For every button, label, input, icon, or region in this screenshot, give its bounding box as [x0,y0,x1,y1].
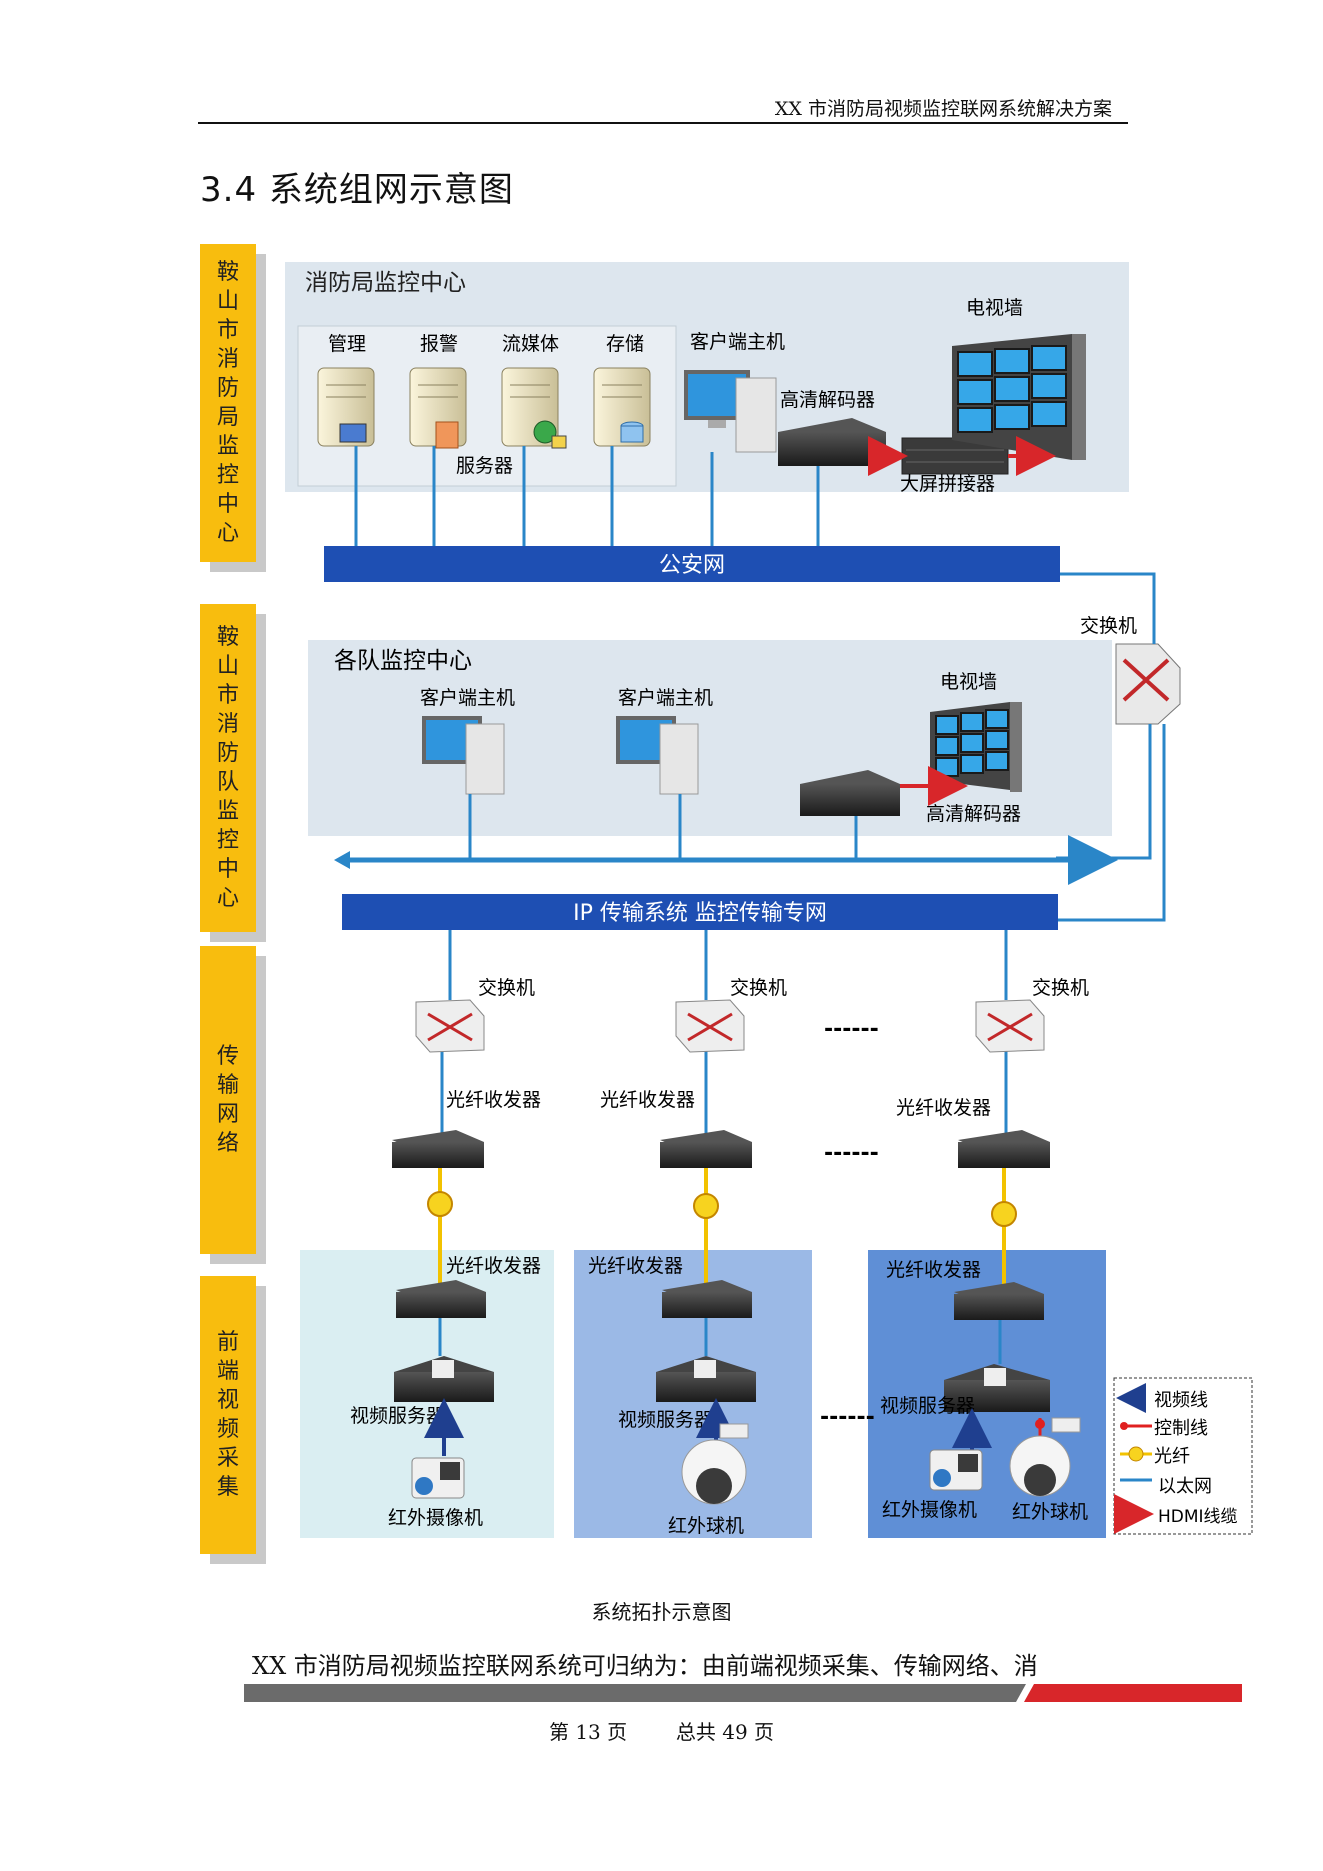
transceiver-icon [660,1130,752,1168]
camera-label: 红外球机 [668,1515,744,1537]
client-pc-icon [684,370,777,453]
switch-label: 交换机 [730,977,787,999]
legend-control-icon [1120,1422,1152,1430]
server-alarm-icon [409,367,467,449]
page-header: XX 市消防局视频监控联网系统解决方案 [198,94,1128,124]
legend-label: HDMI线缆 [1158,1507,1238,1527]
camera-label: 红外摄像机 [388,1507,483,1529]
server-label: 管理 [328,333,366,355]
decoder-label: 高清解码器 [926,803,1021,825]
ellipsis: ------ [820,1405,875,1430]
client-label: 客户端主机 [420,687,515,709]
ir-dome-camera-icon [681,1423,749,1505]
tv-wall-icon [952,334,1086,460]
switch-label: 交换机 [1032,977,1089,999]
legend-fiber-icon [1120,1446,1152,1462]
video-server-label: 视频服务器 [880,1395,975,1417]
ir-camera-icon [411,1457,465,1499]
splicer-icon [901,437,1009,475]
tier-team: 鞍山市消防队监控中心 [200,604,256,932]
splicer-label: 大屏拼接器 [900,473,995,495]
page-total: 总共 49 页 [675,1720,775,1744]
ip-net-bar [342,894,1058,930]
core-switch-label: 交换机 [1080,615,1137,637]
switch-label: 交换机 [478,977,535,999]
decoder-label: 高清解码器 [780,389,875,411]
transceiver-label: 光纤收发器 [588,1255,683,1277]
legend-label: 控制线 [1154,1418,1208,1439]
video-server-icon [656,1356,756,1402]
server-group-label: 服务器 [456,455,513,477]
fiber-node-icon [427,1191,453,1217]
legend-label: 光纤 [1154,1446,1190,1467]
header-title: XX 市消防局视频监控联网系统解决方案 [774,98,1112,120]
tv-wall-icon [930,702,1022,792]
server-management-icon [317,367,375,447]
switch-icon [415,999,485,1053]
body-paragraph: XX 市消防局视频监控联网系统可归纳为：由前端视频采集、传输网络、消 [252,1652,1038,1680]
transceiver-icon [662,1280,752,1318]
legend-label: 视频线 [1154,1390,1208,1411]
ellipsis: ------ [824,1017,879,1042]
section-heading: 3.4 系统组网示意图 [200,170,514,210]
page-number: 第 13 页 总共 49 页 [0,1716,1323,1745]
client-pc-icon [422,716,505,795]
tier-label: 鞍山市消防队监控中心 [216,625,239,911]
transceiver-label: 光纤收发器 [446,1089,541,1111]
transceiver-icon [954,1282,1044,1320]
client-label: 客户端主机 [690,331,785,353]
page-current: 第 13 页 [548,1720,628,1744]
server-label: 报警 [420,333,458,355]
camera-label: 红外球机 [1012,1501,1088,1523]
ellipsis: ------ [824,1141,879,1166]
transceiver-icon [958,1130,1050,1168]
transceiver-label: 光纤收发器 [896,1097,991,1119]
tier-transport: 传输网络 [200,946,256,1254]
ir-dome-camera-icon [1009,1417,1081,1497]
legend-label: 以太网 [1158,1476,1212,1497]
tier-bureau: 鞍山市消防局监控中心 [200,244,256,562]
server-label: 存储 [606,333,644,355]
fiber-node-icon [991,1201,1017,1227]
core-switch-icon [1115,643,1181,725]
client-label: 客户端主机 [618,687,713,709]
tier-label: 前端视频采集 [216,1330,239,1500]
public-net-bar [324,546,1060,582]
server-streaming-icon [501,367,567,449]
tier-label: 传输网络 [216,1044,239,1156]
topology-diagram: 消防局监控中心 管理 报警 流媒体 存储 服务器 客户端主机 高清解码器 [285,262,1253,1538]
ip-net-label: IP 传输系统 监控传输专网 [573,901,827,926]
team-title: 各队监控中心 [334,648,472,674]
transceiver-label: 光纤收发器 [600,1089,695,1111]
transceiver-label: 光纤收发器 [446,1255,541,1277]
bureau-title: 消防局监控中心 [305,270,466,296]
switch-icon [675,999,745,1053]
figure-caption: 系统拓扑示意图 [591,1600,732,1624]
tv-wall-label: 电视墙 [940,671,997,693]
transceiver-icon [396,1280,486,1318]
ir-camera-icon [929,1449,983,1491]
video-server-label: 视频服务器 [350,1405,445,1427]
camera-label: 红外摄像机 [882,1499,977,1521]
server-storage-icon [593,367,651,447]
server-label: 流媒体 [502,333,559,355]
public-net-label: 公安网 [659,553,725,578]
fiber-node-icon [693,1193,719,1219]
footer-bar [244,1684,1242,1702]
video-server-label: 视频服务器 [618,1409,713,1431]
video-server-icon [944,1364,1050,1412]
tier-frontend: 前端视频采集 [200,1276,256,1554]
client-pc-icon [616,716,699,795]
decoder-icon [800,770,900,816]
transceiver-icon [392,1130,484,1168]
transceiver-label: 光纤收发器 [886,1259,981,1281]
tv-wall-label: 电视墙 [966,297,1023,319]
switch-icon [975,999,1045,1053]
tier-label: 鞍山市消防局监控中心 [216,260,239,546]
video-server-icon [394,1356,494,1402]
